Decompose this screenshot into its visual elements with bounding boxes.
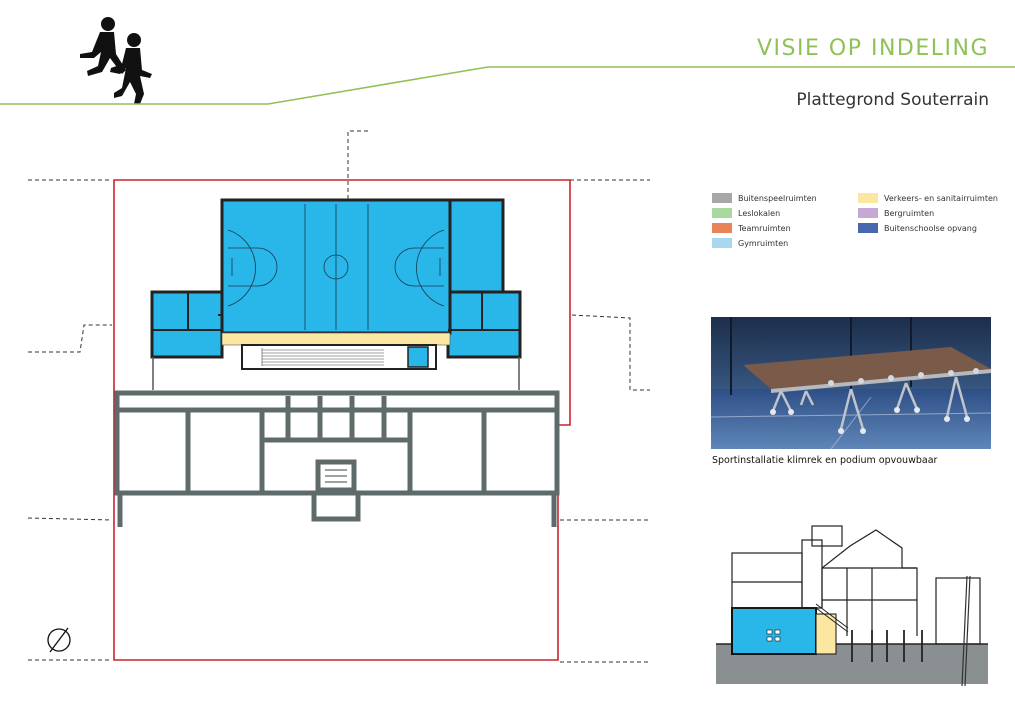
sports-installation-photo — [711, 317, 991, 449]
legend-swatch — [858, 208, 878, 218]
legend-label: Teamruimten — [738, 223, 791, 233]
floor-plan — [27, 130, 650, 663]
legend-label: Leslokalen — [738, 208, 781, 218]
legend-label: Buitenschoolse opvang — [884, 223, 977, 233]
legend-item-verkeers: Verkeers- en sanitairruimten — [858, 193, 998, 203]
legend-swatch — [712, 223, 732, 233]
legend-label: Buitenspeelruimten — [738, 193, 817, 203]
legend-label: Gymruimten — [738, 238, 789, 248]
legend-label: Verkeers- en sanitairruimten — [884, 193, 998, 203]
legend-swatch — [712, 193, 732, 203]
header-line — [0, 66, 1015, 105]
page-subtitle: Plattegrond Souterrain — [796, 90, 989, 110]
north-symbol-icon — [47, 627, 71, 653]
legend-item-bergruimten: Bergruimten — [858, 208, 934, 218]
section-drawing — [716, 525, 988, 686]
basement-building — [150, 198, 522, 390]
legend-item-buitenspeelruimten: Buitenspeelruimten — [712, 193, 817, 203]
runners-logo — [80, 17, 152, 104]
page-title: VISIE OP INDELING — [757, 36, 989, 61]
legend-swatch — [712, 208, 732, 218]
legend-swatch — [858, 193, 878, 203]
legend-item-leslokalen: Leslokalen — [712, 208, 780, 218]
legend-item-gymruimten: Gymruimten — [712, 238, 788, 248]
legend-swatch — [712, 238, 732, 248]
photo-caption: Sportinstallatie klimrek en podium opvou… — [712, 455, 938, 466]
legend-label: Bergruimten — [884, 208, 935, 218]
legend-swatch — [858, 223, 878, 233]
legend-item-teamruimten: Teamruimten — [712, 223, 791, 233]
ground-floor-structure — [114, 390, 560, 527]
legend: Buitenspeelruimten Leslokalen Teamruimte… — [712, 193, 1012, 253]
legend-item-buitenschoolse-opvang: Buitenschoolse opvang — [858, 223, 977, 233]
